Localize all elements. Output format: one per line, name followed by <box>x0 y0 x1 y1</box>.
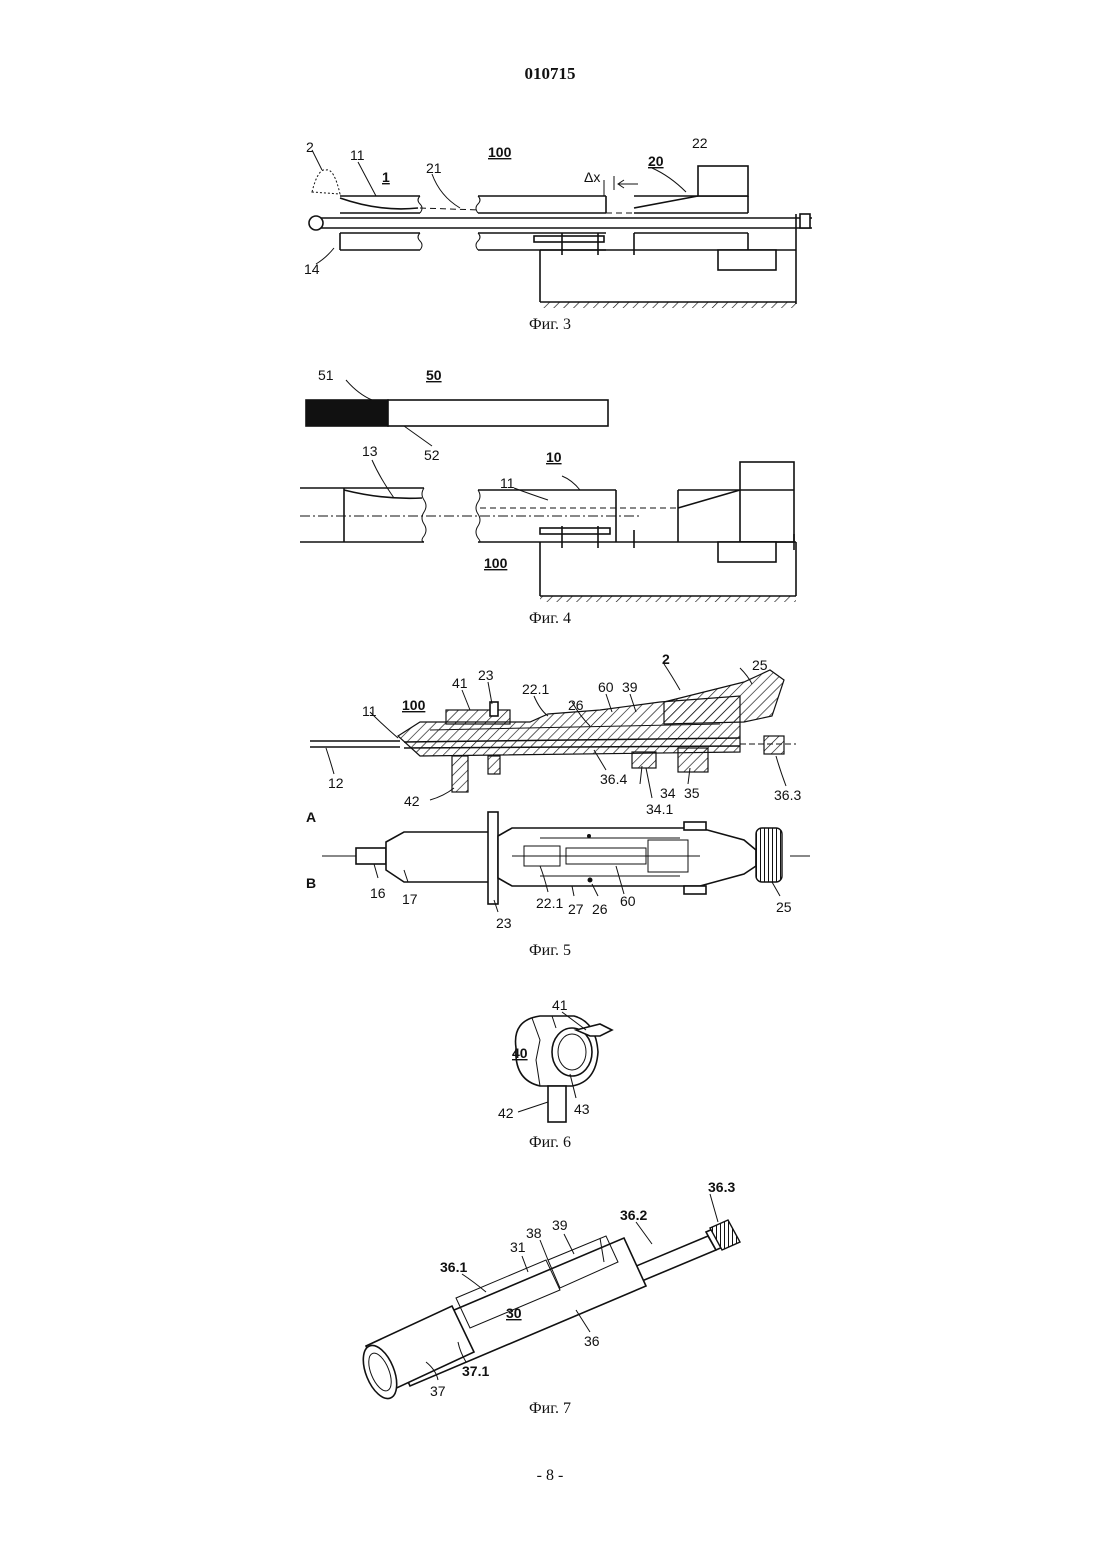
fig5b-knob-25 <box>756 828 782 882</box>
figure-3-caption: Фиг. 3 <box>0 316 1100 334</box>
fig5a-label-39: 39 <box>622 679 638 695</box>
fig5a-label-12: 12 <box>328 775 344 791</box>
fig7-label-36: 36 <box>584 1333 600 1349</box>
fig7-label-37-1: 37.1 <box>462 1363 489 1379</box>
fig4-strip-light <box>388 400 608 426</box>
fig4-label-50: 50 <box>426 367 442 383</box>
fig3-label-22: 22 <box>692 135 708 151</box>
fig4-label-13: 13 <box>362 443 378 459</box>
fig5b-label-27: 27 <box>568 901 584 917</box>
fig5b-label-25: 25 <box>776 899 792 915</box>
fig5a-label-2: 2 <box>662 651 670 667</box>
fig7-label-31: 31 <box>510 1239 526 1255</box>
fig3-label-20: 20 <box>648 153 664 169</box>
figure-5a: 2 25 41 23 22.1 60 39 100 26 11 12 42 36… <box>306 651 801 825</box>
fig5a-label-60: 60 <box>598 679 614 695</box>
fig4-label-52: 52 <box>424 447 440 463</box>
fig5a-label-22-1: 22.1 <box>522 681 549 697</box>
figure-7-caption: Фиг. 7 <box>0 1400 1100 1418</box>
fig5a-label-11: 11 <box>362 703 377 719</box>
fig3-label-21: 21 <box>426 160 442 176</box>
fig4-strip-dark <box>306 400 388 426</box>
fig3-label-11: 11 <box>350 147 365 163</box>
fig4-label-11: 11 <box>500 475 515 491</box>
fig4-label-10: 10 <box>546 449 562 465</box>
fig5b-label-17: 17 <box>402 891 418 907</box>
figure-6: 41 40 42 43 <box>498 997 612 1122</box>
fig6-leg-42 <box>548 1086 566 1122</box>
fig5a-label-35: 35 <box>684 785 700 801</box>
fig5a-knob-25 <box>664 670 784 724</box>
fig3-label-100: 100 <box>488 144 512 160</box>
fig5b-label-23: 23 <box>496 915 512 931</box>
fig5a-label-36-4: 36.4 <box>600 771 627 787</box>
fig5b-label-22-1: 22.1 <box>536 895 563 911</box>
fig7-label-36-2: 36.2 <box>620 1207 647 1223</box>
fig5a-label-A: A <box>306 809 316 825</box>
fig5b-body <box>498 828 756 886</box>
fig5a-leg-42 <box>452 756 468 792</box>
fig5a-ring-41 <box>446 710 510 724</box>
fig7-label-37: 37 <box>430 1383 446 1399</box>
fig3-cap-outline <box>312 170 340 194</box>
fig5a-label-36-3: 36.3 <box>774 787 801 803</box>
figure-3: 2 11 1 21 100 Δx 20 22 14 <box>304 135 812 308</box>
fig5a-label-42: 42 <box>404 793 420 809</box>
fig5b-label-16: 16 <box>370 885 386 901</box>
fig3-block-22 <box>698 166 748 196</box>
fig5a-label-100: 100 <box>402 697 426 713</box>
fig5a-label-25: 25 <box>752 657 768 673</box>
fig4-label-100: 100 <box>484 555 508 571</box>
fig3-label-1: 1 <box>382 169 390 185</box>
fig5a-label-23: 23 <box>478 667 494 683</box>
fig5a-label-26: 26 <box>568 697 584 713</box>
fig5b-label-60: 60 <box>620 893 636 909</box>
fig3-label-2: 2 <box>306 139 314 155</box>
fig5b-label-26: 26 <box>592 901 608 917</box>
fig6-label-43: 43 <box>574 1101 590 1117</box>
fig3-rod-end <box>309 216 323 230</box>
fig7-label-36-1: 36.1 <box>440 1259 467 1275</box>
figure-5b: B 16 17 23 22.1 27 26 60 25 <box>306 812 810 931</box>
figure-5-caption: Фиг. 5 <box>0 942 1100 960</box>
fig5a-nut-36-3 <box>764 736 784 754</box>
fig5a-label-34-1: 34.1 <box>646 801 673 817</box>
fig7-label-30: 30 <box>506 1305 522 1321</box>
fig6-label-41: 41 <box>552 997 568 1013</box>
fig4-label-51: 51 <box>318 367 334 383</box>
figure-6-caption: Фиг. 6 <box>0 1134 1100 1152</box>
fig7-label-39: 39 <box>552 1217 568 1233</box>
fig7-label-36-3: 36.3 <box>708 1179 735 1195</box>
fig5a-label-41: 41 <box>452 675 468 691</box>
fig3-label-delta-x: Δx <box>584 169 600 185</box>
fig3-label-14: 14 <box>304 261 320 277</box>
fig3-rod-cap <box>800 214 810 228</box>
fig5a-label-34: 34 <box>660 785 676 801</box>
fig5b-flange-23 <box>488 812 498 904</box>
page-number: - 8 - <box>0 1467 1100 1485</box>
figure-7: 36.3 36.2 39 38 31 36.1 30 36 37.1 37 <box>357 1179 740 1403</box>
fig5b-label-B: B <box>306 875 316 891</box>
figure-4-caption: Фиг. 4 <box>0 610 1100 628</box>
fig7-label-38: 38 <box>526 1225 542 1241</box>
fig6-label-40: 40 <box>512 1045 528 1061</box>
fig6-label-42: 42 <box>498 1105 514 1121</box>
figure-4: 51 50 52 13 11 10 100 <box>300 367 796 602</box>
